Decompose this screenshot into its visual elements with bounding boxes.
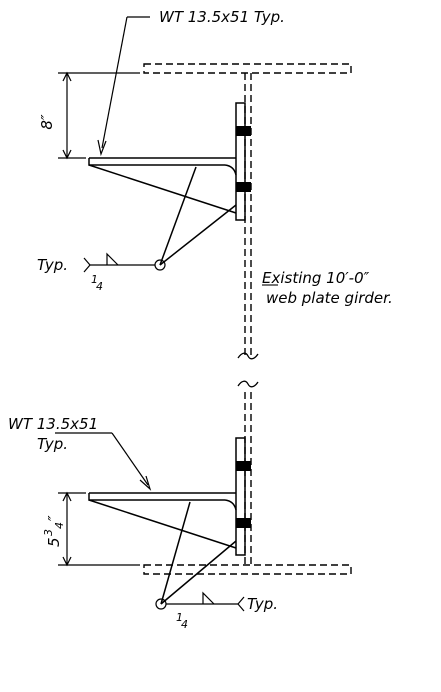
upper-dimension [58,71,140,160]
break-symbol-lower [237,380,259,388]
lower-dim-whole: 5 [45,537,63,547]
upper-dim-arrow-top [62,71,72,82]
existing-girder [143,63,352,575]
lower-weld-size-bottom: 4 [181,618,188,631]
upper-dim-arrow-bottom [62,149,72,160]
bottom-member-label-line2: Typ. [37,435,68,453]
upper-bracket [88,102,246,266]
upper-weld-size-top: 1 [91,273,98,286]
top-member-label: WT 13.5x51 Typ. [159,8,285,26]
upper-bolt-top [236,126,251,136]
lower-weld-symbol [155,591,245,612]
upper-weld-symbol [83,252,166,273]
lower-weld-tail [237,596,245,612]
upper-weld-leader-2 [159,204,237,266]
top-callout-leader [101,16,128,149]
lower-dim-frac-bottom: 4 [53,522,66,529]
girder-label-line1: Existing 10′-0″ [262,269,370,287]
upper-weld-size-bottom: 4 [96,280,103,293]
lower-bracket [88,437,246,605]
lower-weld-leader-2 [160,540,237,605]
upper-weld-fillet-symbol [106,252,119,266]
upper-wt-flange [88,158,225,166]
lower-wt-stem [88,499,237,549]
upper-weld-all-around-circle [154,259,166,271]
upper-wt-fillet [224,164,237,176]
lower-weld-typ-label: Typ. [247,595,278,613]
lower-stiffener-plate [235,437,246,556]
lower-wt-flange [88,493,225,501]
lower-weld-size-top: 1 [176,611,183,624]
upper-bolt-bottom [236,182,251,192]
top-callout-arrow [97,139,107,157]
lower-weld-fillet-symbol [202,591,215,605]
upper-weld-typ-label: Typ. [37,256,68,274]
upper-dimension-text: 8″ [38,114,56,130]
girder-bottom-flange [143,564,352,575]
bottom-callout-arrow [139,475,152,491]
lower-dimension-text: 5 3 4 ″ [42,515,66,547]
lower-dim-frac-top: 3 [42,529,55,536]
bottom-member-label-line1: WT 13.5x51 [8,415,98,433]
bottom-callout-leader [111,432,149,486]
girder-label-line2: web plate girder. [266,289,393,307]
lower-weld-leader-1 [160,501,191,605]
lower-dimension [58,491,140,567]
lower-bolt-bottom [236,518,251,528]
top-member-callout [97,16,150,157]
lower-wt-fillet [224,499,237,511]
upper-weld-tail [83,257,91,273]
lower-dim-unit: ″ [45,515,63,521]
lower-dim-arrow-bottom [62,556,72,567]
break-symbol-upper [237,352,259,360]
girder-top-flange [143,63,352,74]
upper-stiffener-plate [235,102,246,221]
upper-wt-stem [88,164,237,214]
lower-dim-arrow-top [62,491,72,502]
bottom-member-callout [55,432,152,491]
upper-weld-leader-1 [159,166,197,266]
lower-bolt-top [236,461,251,471]
